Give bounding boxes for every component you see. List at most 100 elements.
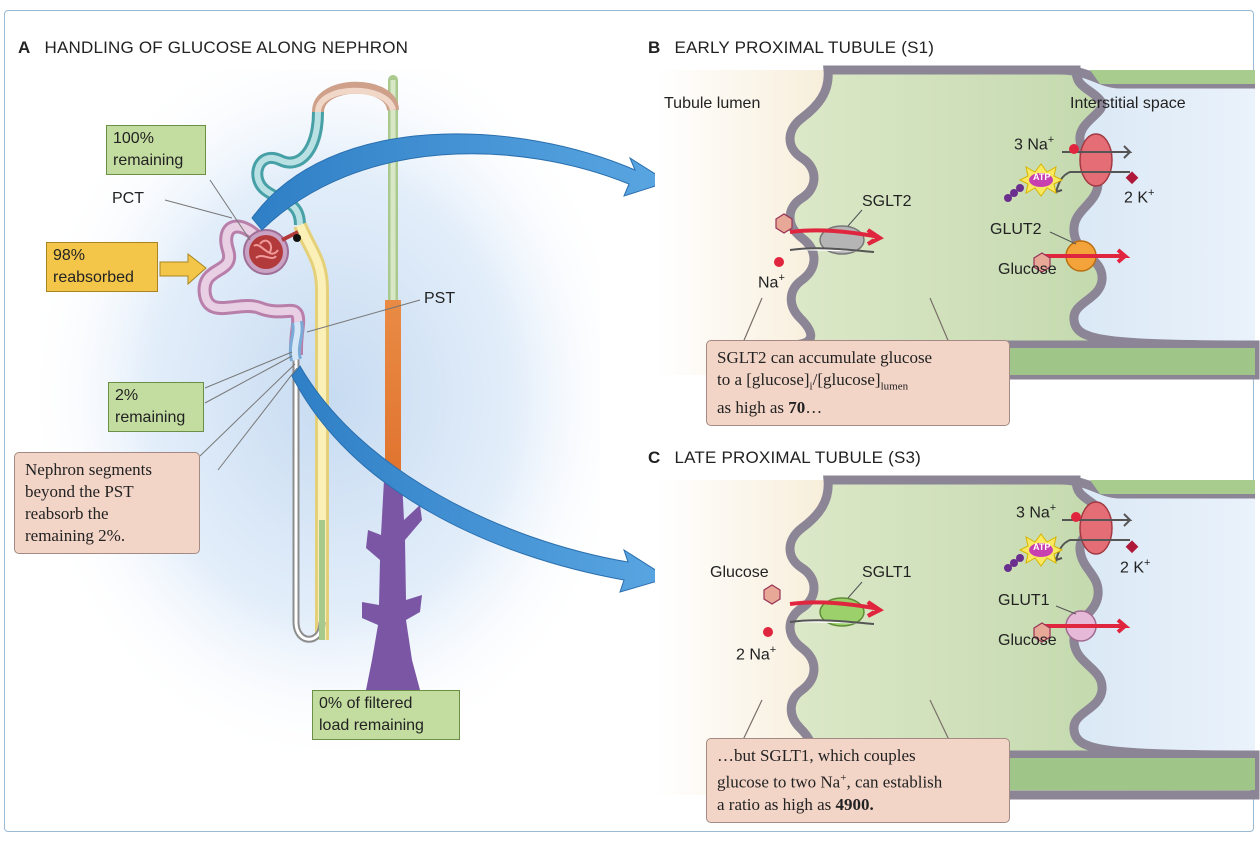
note-c-line2-a: glucose to two Na (717, 772, 841, 792)
glucose-molecule-b-basolateral (1033, 252, 1051, 273)
reabsorbed-arrow (159, 252, 207, 286)
pct-leader-line (164, 199, 233, 219)
sglt2-label: SGLT2 (862, 193, 912, 210)
panel-b-letter: B (648, 38, 661, 57)
panel-b-callout-pointer (741, 297, 951, 346)
sglt2-glucose-flux (789, 228, 884, 246)
box-98-line1: 98% (53, 247, 86, 264)
pst-label: PST (424, 290, 456, 307)
note-c-line3-a: a ratio as high as (717, 794, 836, 814)
note-b-line2-sub2: lumen (880, 380, 909, 393)
na-efflux-arrow (1062, 145, 1133, 159)
na-k-atpase (1079, 133, 1113, 187)
connecting-tubule-inner (315, 87, 396, 113)
box-2-remaining: 2% remaining (108, 382, 204, 432)
glomerular-capillaries (253, 239, 279, 259)
panel-b-adjacent-cell-fill (1090, 70, 1255, 84)
sodium-ion-3na-b (1069, 144, 1079, 154)
note-a-line1: Nephron segments (25, 460, 153, 479)
note-beyond-pst: Nephron segments beyond the PST reabsorb… (14, 452, 200, 554)
note-b-line2-b: /[glucose] (812, 370, 881, 389)
phosphate-1-c (1016, 554, 1024, 562)
atp-badge-b (1029, 173, 1053, 187)
na-k-atpase-c (1079, 501, 1113, 555)
c-2na-text: 2 Na (736, 646, 770, 664)
box-0-line2: load remaining (319, 717, 424, 734)
sodium-ion-b (774, 257, 784, 267)
b-2k-plus: + (1148, 187, 1155, 199)
box-98-reabsorbed: 98% reabsorbed (46, 242, 158, 292)
box-2-line1: 2% (115, 387, 139, 404)
medullary-collecting-duct (362, 480, 422, 690)
nephron-illustration (197, 75, 422, 706)
b-2k-text: 2 K (1124, 189, 1149, 207)
sglt1-sodium-flux (789, 619, 875, 625)
pst-leader-line (306, 299, 421, 333)
b-2k-label: 2 K+ (1124, 187, 1154, 207)
b-3na-text: 3 Na (1014, 136, 1048, 154)
b-3na-plus: + (1047, 134, 1055, 146)
glut2-label: GLUT2 (990, 221, 1042, 238)
note-c-line2-end: , can establish (846, 772, 943, 792)
panel-c-adjacent-cell-fill (1090, 480, 1255, 494)
note-a-line4: remaining 2%. (25, 526, 126, 545)
sodium-ion-c (763, 627, 773, 637)
note-b-line2: to a [glucose]i/[glucose]lumen (717, 369, 999, 397)
glut2-glucose-flux (1040, 248, 1131, 264)
note-b-line3: as high as 70… (717, 397, 999, 419)
panel-b-cell (655, 65, 1260, 380)
panel-c-callout-pointer (741, 699, 951, 743)
glut1-leader (1055, 605, 1077, 615)
panel-a-letter: A (18, 38, 31, 57)
interstitial-space-label: Interstitial space (1070, 95, 1186, 112)
pst-segment-inner (291, 321, 301, 361)
sglt2-leader (847, 209, 863, 227)
b-atp-label: ATP (1033, 172, 1051, 182)
panel-a-leaders (164, 179, 421, 471)
box-98-line2: reabsorbed (53, 269, 134, 286)
note-sglt2: SGLT2 can accumulate glucose to a [gluco… (706, 340, 1010, 427)
sodium-ion-3na-c (1071, 512, 1081, 522)
sglt1-glucose-flux (789, 600, 884, 618)
thick-ascending-limb-inner (296, 223, 326, 640)
note-c-line1: …but SGLT1, which couples (717, 746, 916, 765)
note-a-line3: reabsorb the (25, 504, 109, 523)
glut2-leader (1049, 231, 1077, 245)
c-2k-plus: + (1144, 557, 1151, 569)
sglt1-label: SGLT1 (862, 564, 912, 581)
note-c-line2: glucose to two Na+, can establish (717, 767, 999, 794)
box-100-remaining: 100% remaining (106, 125, 206, 175)
glucose-molecule-b (775, 213, 793, 234)
macula-densa (293, 234, 301, 242)
glucose-molecule-c (763, 584, 781, 605)
phosphate-3-c (1004, 564, 1012, 572)
panel-c-cell (655, 475, 1260, 800)
note-b-line3-a: as high as (717, 398, 789, 418)
panel-c-title-text: LATE PROXIMAL TUBULE (S3) (674, 448, 922, 467)
glut1-label: GLUT1 (998, 592, 1050, 609)
box-2-line2: remaining (115, 409, 186, 426)
glut1-glucose-flux (1040, 618, 1131, 634)
c-glucose-label: Glucose (998, 632, 1057, 649)
arrow-to-panel-c (291, 365, 670, 593)
c-3na-text: 3 Na (1016, 504, 1050, 522)
b-na-plus: + (778, 272, 785, 284)
panel-a-title-text: HANDLING OF GLUCOSE ALONG NEPHRON (44, 38, 409, 57)
note-b-line3-b: … (805, 398, 823, 418)
box-100-line2: remaining (113, 152, 184, 169)
note-sglt1: …but SGLT1, which couples glucose to two… (706, 738, 1010, 823)
note-b-line1: SGLT2 can accumulate glucose (717, 348, 933, 367)
phosphate-2-c (1010, 559, 1018, 567)
note-leader-line (199, 363, 296, 457)
b-glucose-label: Glucose (998, 261, 1057, 278)
collecting-duct-orange-segment (385, 300, 401, 480)
tubule-lumen-label: Tubule lumen (664, 95, 761, 112)
b-na-label: Na+ (758, 272, 785, 292)
c-3na-plus: + (1049, 502, 1057, 514)
potassium-ion-c (1125, 540, 1139, 554)
sglt2-sodium-flux (789, 247, 875, 253)
note-b-line3-bold: 70 (788, 398, 806, 418)
